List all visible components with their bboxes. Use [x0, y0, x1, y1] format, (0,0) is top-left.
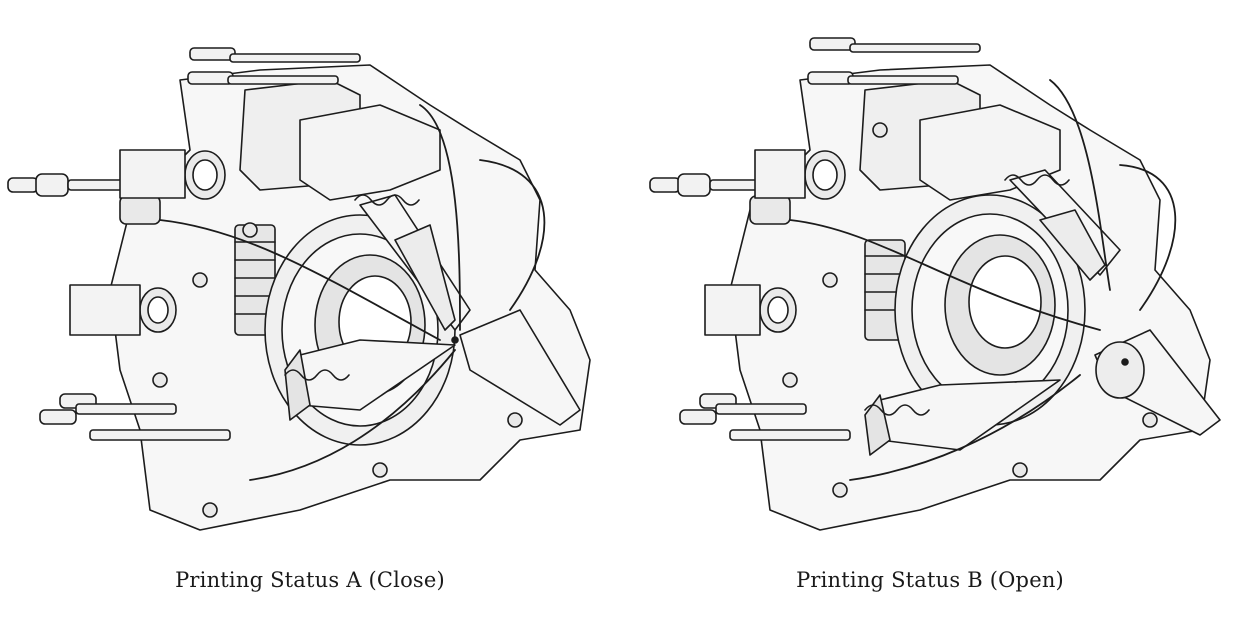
- figure-panel-b: Printing Status B (Open): [620, 0, 1240, 620]
- nozzle-arm-right: [1094, 329, 1221, 436]
- rotary-ring: [894, 194, 1086, 426]
- springs: [284, 194, 420, 381]
- nozzle-arm-top: [359, 194, 471, 331]
- side-cylinders: [704, 149, 846, 336]
- nozzle-arm-top: [1009, 169, 1121, 281]
- feed-tubes: [789, 79, 1177, 481]
- bottom-connectors: [39, 393, 231, 441]
- caption-status-a: Printing Status A (Close): [175, 568, 445, 592]
- bottom-connectors: [679, 393, 851, 441]
- nozzle-arm-right: [459, 309, 581, 426]
- nozzle-arm-bottom: [864, 379, 1061, 456]
- top-connectors: [187, 47, 361, 85]
- left-connector: [649, 173, 791, 225]
- caption-status-b: Printing Status B (Open): [796, 568, 1064, 592]
- springs: [864, 174, 1070, 416]
- printhead-assembly-closed-illustration: [7, 47, 591, 531]
- nozzle-arm-bottom: [284, 339, 456, 421]
- feed-tubes: [159, 104, 546, 481]
- printhead-assembly-open-illustration: [649, 37, 1221, 531]
- bolts: [152, 222, 523, 518]
- figure-panel-a: Printing Status A (Close): [7, 47, 591, 592]
- top-connectors: [807, 37, 981, 85]
- bolts: [782, 122, 1158, 498]
- side-cylinders: [69, 149, 226, 336]
